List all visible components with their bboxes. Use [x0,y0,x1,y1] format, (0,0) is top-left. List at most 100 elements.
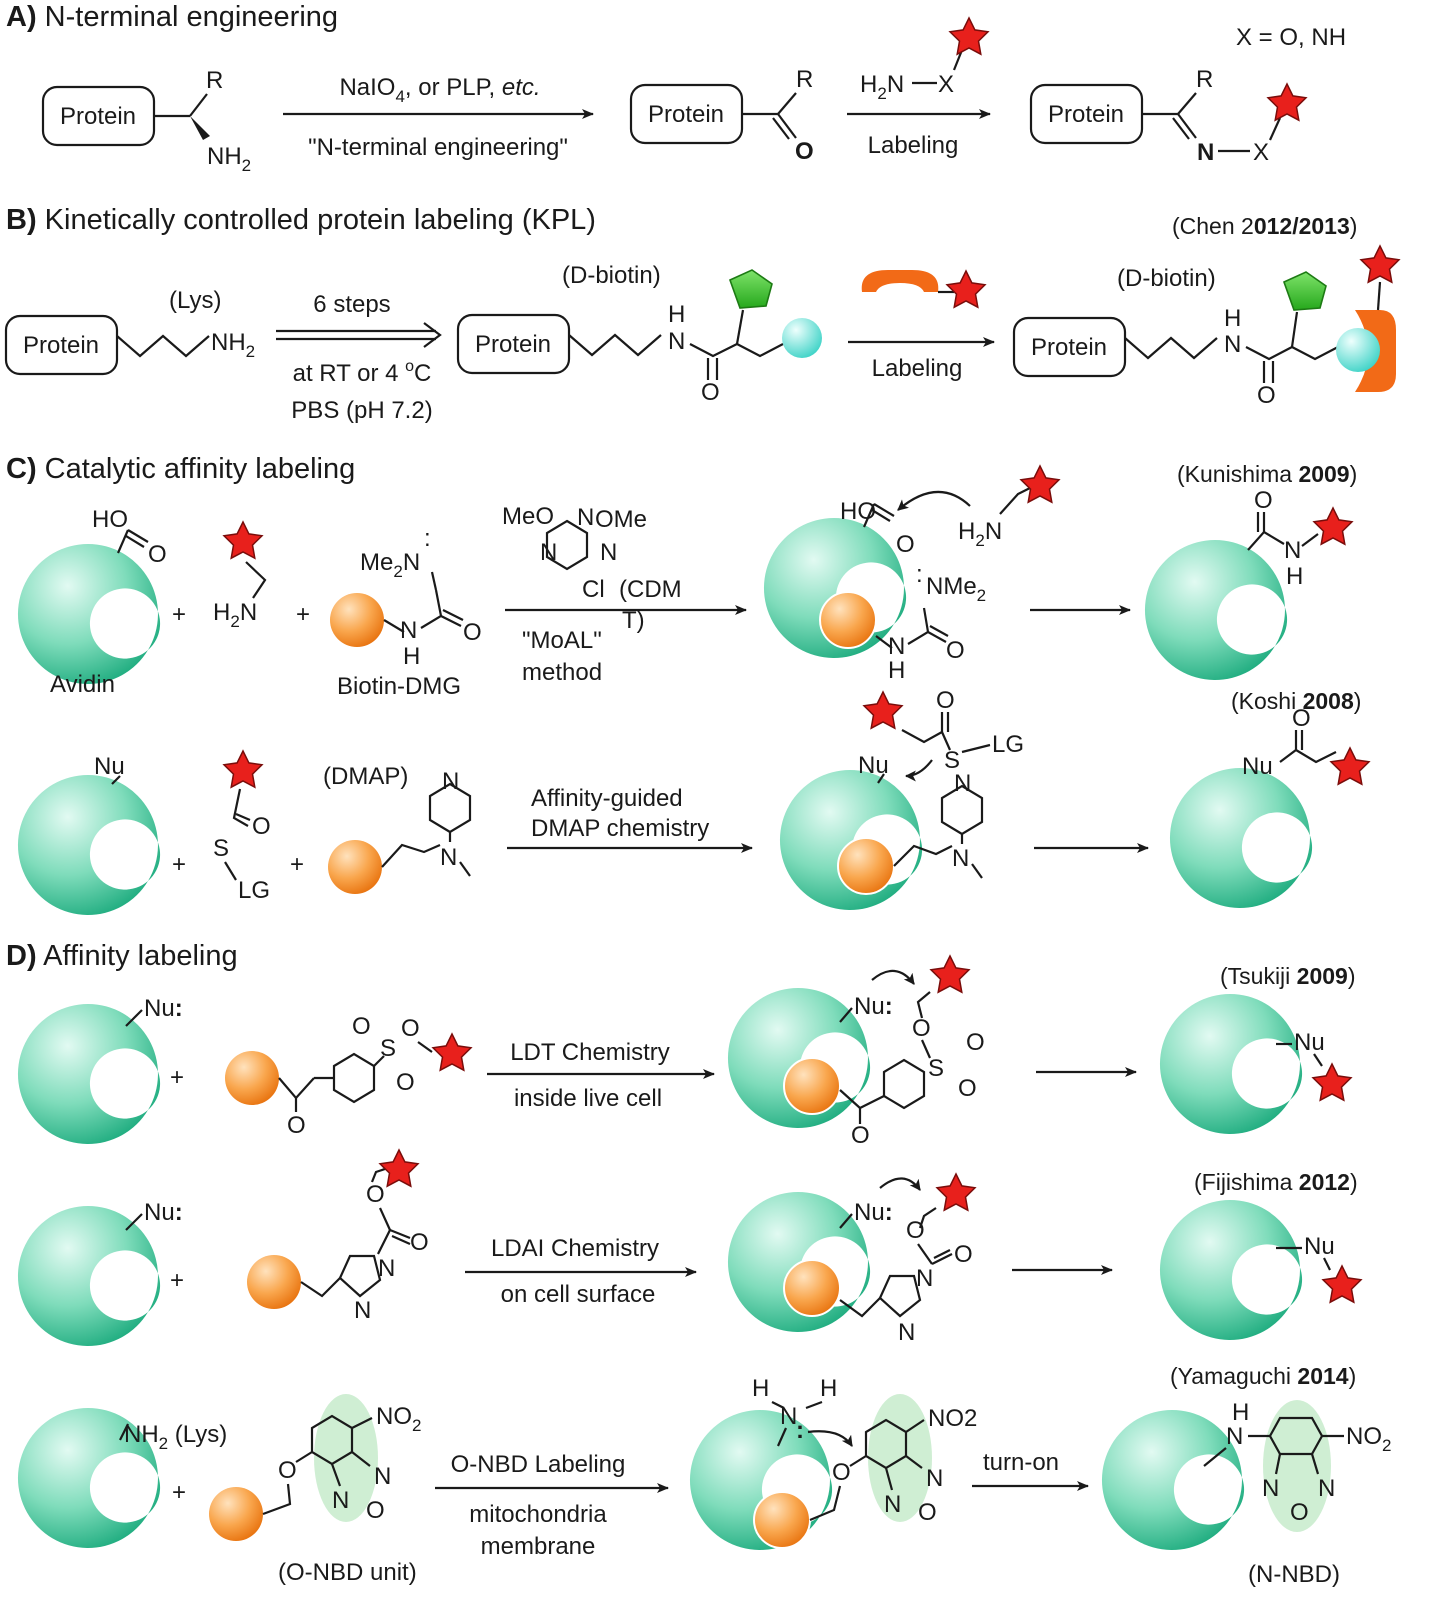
cyan-sphere-icon [1336,328,1380,372]
svg-text:(CDM: (CDM [619,576,682,603]
svg-text:(N-NBD): (N-NBD) [1248,1561,1340,1588]
svg-text:N: N [954,770,971,797]
reference-kunishima: (Kunishima 2009) [1177,461,1357,487]
svg-text:H: H [1232,1399,1249,1426]
protein-sphere-icon [1144,540,1288,680]
protein-sphere-icon [1159,1200,1303,1340]
svg-text:N: N [577,504,594,531]
fluorophore-star-icon [949,17,989,55]
svg-text:O: O [1257,382,1276,409]
nbd-highlight [314,1394,378,1522]
svg-text:O: O [252,813,271,840]
svg-text:O: O [795,138,814,165]
svg-text:Nu:: Nu: [854,1199,893,1226]
svg-text:O: O [896,531,915,558]
svg-text:MeO: MeO [502,503,554,530]
svg-text:N: N [354,1297,371,1324]
svg-text:N: N [442,768,459,795]
svg-text:N: N [440,844,457,871]
svg-text:HO: HO [840,498,876,525]
svg-text:(O-NBD unit): (O-NBD unit) [278,1559,417,1586]
svg-text:NH2: NH2 [207,143,251,175]
svg-text:Protein: Protein [475,331,551,358]
svg-text:at RT or 4 oC: at RT or 4 oC [293,358,432,387]
protein-box [4,314,119,376]
svg-text:N: N [332,1487,349,1514]
svg-text:S: S [213,835,229,862]
ligand-sphere-icon [753,1491,811,1549]
svg-text:Nu:: Nu: [144,995,183,1022]
svg-text:S: S [380,1035,396,1062]
svg-text:Protein: Protein [1048,101,1124,128]
svg-text:Nu:: Nu: [854,993,893,1020]
svg-text:N: N [600,539,617,566]
svg-text:O: O [396,1069,415,1096]
section-a-xnote: X = O, NH [1236,24,1346,51]
svg-text:+: + [290,851,304,878]
fluorophore-star-icon [223,521,263,559]
svg-text:+: + [172,1479,186,1506]
svg-text:O: O [851,1122,870,1149]
fluorophore-star-icon [863,691,903,729]
svg-text:O: O [936,687,955,714]
svg-text:Me2N: Me2N [360,549,420,581]
svg-text:N: N [1284,537,1301,564]
svg-text::: : [916,561,923,588]
protein-sphere-icon [17,1206,161,1346]
svg-text:OMe: OMe [595,506,647,533]
svg-text:N: N [1226,1423,1243,1450]
svg-text:H: H [752,1375,769,1402]
svg-text:Biotin-DMG: Biotin-DMG [337,673,461,700]
svg-text:+: + [170,1064,184,1091]
ligand-sphere-icon [837,837,895,895]
svg-text:NO2: NO2 [928,1405,977,1432]
svg-text:+: + [170,1267,184,1294]
svg-text:O: O [946,637,965,664]
fluorophore-star-icon [1267,83,1307,121]
svg-text:NaIO4, or PLP, etc.: NaIO4, or PLP, etc. [339,74,540,106]
svg-text:O: O [1254,487,1273,514]
biotin-pentagon-icon [728,269,773,309]
svg-text:O: O [1292,705,1311,732]
svg-text:Nu:: Nu: [144,1199,183,1226]
svg-text:O: O [410,1229,429,1256]
svg-text:O: O [832,1459,851,1486]
svg-text:O: O [278,1457,297,1484]
svg-text:DMAP chemistry: DMAP chemistry [531,815,709,842]
svg-text:Protein: Protein [23,332,99,359]
svg-text:inside live cell: inside live cell [514,1085,662,1112]
svg-text:6 steps: 6 steps [313,291,390,318]
svg-text:O: O [366,1181,385,1208]
svg-text:N: N [1224,331,1241,358]
fluorophore-star-icon [1312,1063,1352,1101]
svg-text:HO: HO [92,506,128,533]
fluorophore-star-icon [1322,1265,1362,1303]
ligand-sphere-icon [819,591,877,649]
svg-text:O: O [701,379,720,406]
svg-text:N: N [916,1265,933,1292]
svg-text:O: O [918,1499,937,1526]
svg-text:R: R [796,66,813,93]
svg-text:H2N: H2N [213,599,257,631]
fluorophore-star-icon [223,750,263,788]
svg-text:on cell surface: on cell surface [501,1281,656,1308]
protein-sphere-icon [1169,768,1313,908]
svg-text:N: N [1318,1475,1335,1502]
svg-text:O: O [906,1217,925,1244]
section-a-header: A) N-terminal engineering [6,1,338,33]
svg-text:H: H [1286,563,1303,590]
fluorophore-star-icon [1313,507,1353,545]
svg-text:O: O [287,1112,306,1139]
svg-text:O: O [352,1013,371,1040]
svg-text:Cl: Cl [582,576,605,603]
svg-text:(Lys): (Lys) [169,287,221,314]
fluorophore-star-icon [1020,465,1060,503]
svg-text:NO2: NO2 [376,1403,421,1435]
svg-text:N: N [378,1255,395,1282]
reference-koshi: (Koshi 2008) [1231,688,1361,714]
svg-text:Nu: Nu [94,753,125,780]
svg-text:Labeling: Labeling [868,132,959,159]
svg-text:H: H [668,301,685,328]
reference-chen: (Chen 2012/2013) [1172,213,1357,239]
